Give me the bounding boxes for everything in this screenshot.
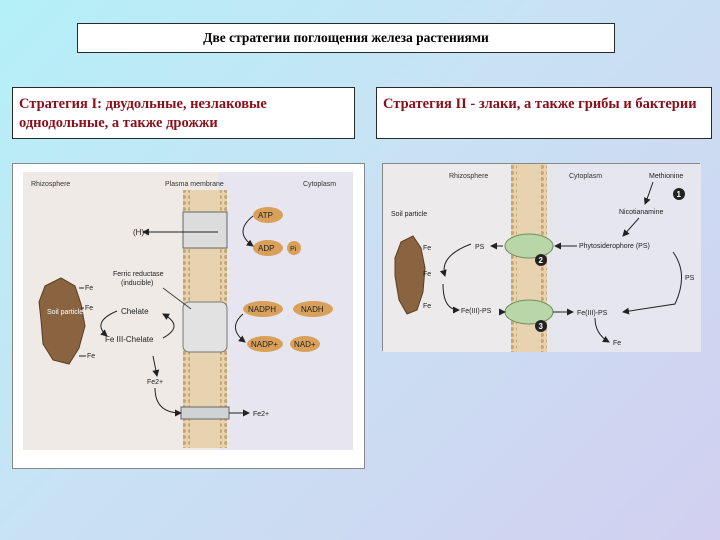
soil-particle <box>38 277 86 365</box>
fe-ps-uptake-transporter <box>504 299 554 325</box>
fe-top-label: Fe <box>85 285 93 292</box>
soil-particle-label: Soil particle <box>47 309 83 316</box>
strategy-2-diagram: Rhizosphere Cytoplasm Methionine 1 Nicot… <box>382 163 701 352</box>
atp-hydrolysis-arrow <box>242 215 254 247</box>
fe-iii-ps-outside-label: Fe(III)-PS <box>461 308 492 315</box>
ferric-reductase-label: Ferric reductase <box>113 271 164 278</box>
fe-c-label: Fe <box>423 303 431 310</box>
fe2-inside-label: Fe2+ <box>253 411 269 418</box>
nicotianamine-to-ps-arrow <box>622 217 640 237</box>
cytoplasm-label: Cytoplasm <box>569 173 602 180</box>
ferric-reductase-protein <box>182 301 228 353</box>
nicotianamine-label: Nicotianamine <box>619 209 663 216</box>
fe-bottom-label: Fe <box>87 353 95 360</box>
pi-circle <box>287 241 301 255</box>
nadph-oxidation-arrow <box>235 313 246 343</box>
nadh-oval <box>293 301 333 317</box>
nadp-oval <box>247 336 283 352</box>
strategy-2-heading: Стратегия II - злаки, а также грибы и ба… <box>376 87 712 139</box>
step-2-number: 2 <box>539 256 544 265</box>
step-2-badge <box>535 254 547 266</box>
rhizosphere-label: Rhizosphere <box>449 173 488 180</box>
ps-efflux-transporter <box>504 233 554 259</box>
phytosiderophore-label: Phytosiderophore (PS) <box>579 243 650 250</box>
nadph-label: NADPH <box>248 305 276 314</box>
fe-b-label: Fe <box>423 271 431 278</box>
chelate-label: Chelate <box>121 307 149 316</box>
atp-label: ATP <box>258 211 273 220</box>
cytoplasm-region <box>218 172 353 450</box>
step-3-badge <box>535 320 547 332</box>
fe2-outside-label: Fe2+ <box>147 379 163 386</box>
ps-binds-fe-arrow <box>439 243 472 277</box>
step-3-number: 3 <box>539 322 544 331</box>
adp-label: ADP <box>258 244 274 253</box>
fe-ps-formation-arrow <box>442 283 460 314</box>
step-1-number: 1 <box>677 190 682 199</box>
page-title: Две стратегии поглощения железа растения… <box>77 23 615 53</box>
strategy-1-diagram: Rhizosphere Plasma membrane Cytoplasm (H… <box>12 163 365 469</box>
chelate-binding-arrow <box>100 310 118 337</box>
cytoplasm-label: Cytoplasm <box>303 181 336 188</box>
fe2-entry-arrow <box>154 387 182 417</box>
nad-label: NAD+ <box>294 340 316 349</box>
methionine-to-nicotianamine-arrow <box>643 181 654 205</box>
ps-outside-label: PS <box>475 244 485 251</box>
strategy-1-heading: Стратегия I: двудольные, незлаковые одно… <box>12 87 355 139</box>
reduction-arrow <box>152 355 160 377</box>
ps-recycle-arrow <box>622 251 682 315</box>
fe-release-arrow <box>594 317 610 343</box>
atp-oval <box>253 207 283 223</box>
reductase-pointer-line <box>162 287 192 310</box>
step-1-badge <box>673 188 685 200</box>
soil-particle-label: Soil particle <box>391 211 427 218</box>
chelate-return-arrow <box>162 313 175 339</box>
methionine-label: Methionine <box>649 173 683 180</box>
fe-cytoplasm-label: Fe <box>613 340 621 347</box>
fe-mid-label: Fe <box>85 305 93 312</box>
pi-label: Pi <box>290 246 297 253</box>
fe-iii-ps-inside-label: Fe(III)-PS <box>577 310 608 317</box>
nadh-label: NADH <box>301 305 324 314</box>
nadp-label: NADP+ <box>251 340 278 349</box>
rhizosphere-label: Rhizosphere <box>31 181 70 188</box>
nadph-oval <box>243 301 283 317</box>
nad-oval <box>290 336 320 352</box>
soil-particle <box>394 235 426 315</box>
adp-oval <box>253 240 283 256</box>
fe2-transporter <box>180 406 230 420</box>
atpase-pump <box>182 211 228 249</box>
fe-iii-chelate-label: Fe III-Chelate <box>105 335 154 344</box>
fe-a-label: Fe <box>423 245 431 252</box>
ps-right-label: PS <box>685 275 695 282</box>
plasma-membrane-label: Plasma membrane <box>165 181 224 188</box>
proton-label: (H)+ <box>133 228 149 237</box>
inducible-label: (inducible) <box>121 280 153 287</box>
